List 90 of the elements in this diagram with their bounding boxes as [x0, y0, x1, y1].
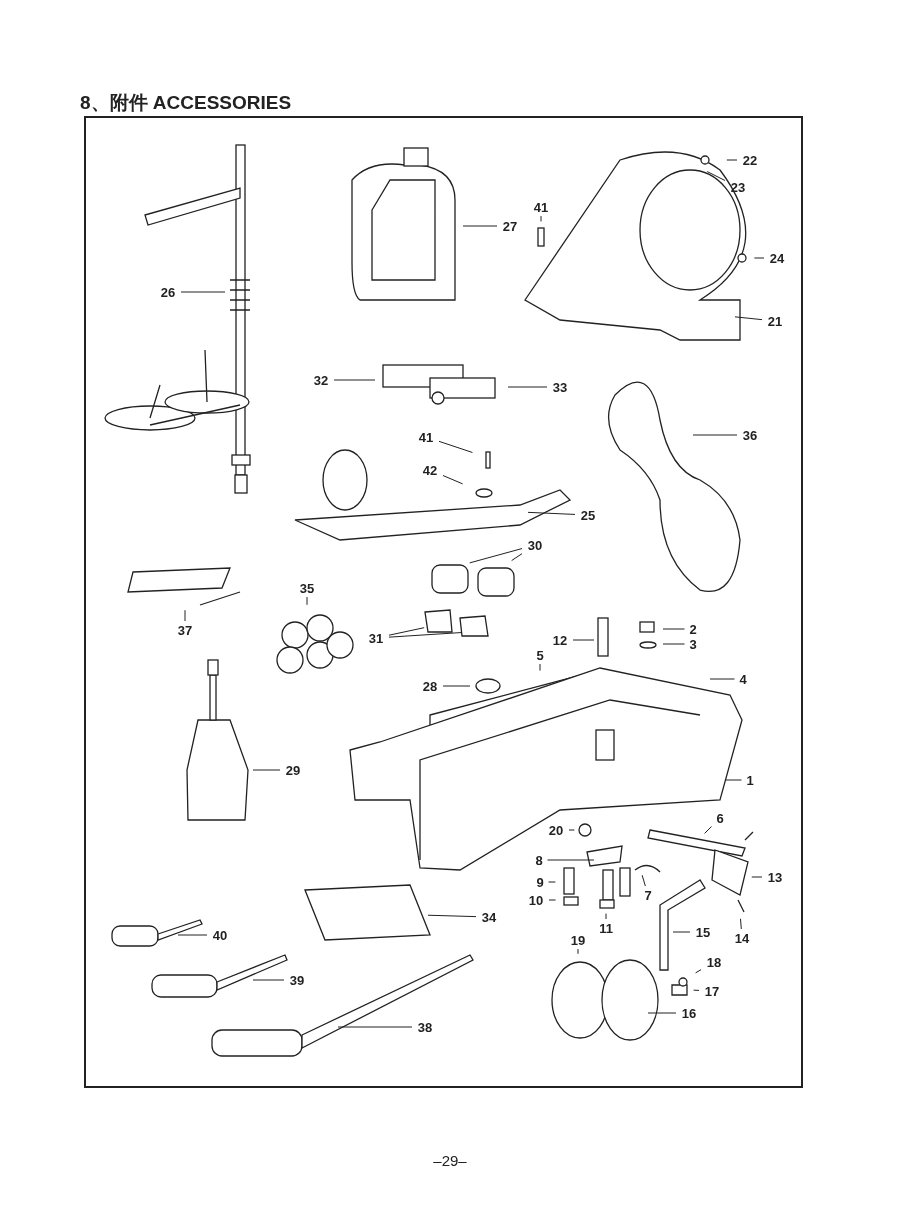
leader-line — [662, 643, 685, 645]
callout-number: 37 — [177, 623, 193, 637]
leader-line — [180, 291, 226, 293]
leader-line — [462, 225, 498, 227]
callout-number: 16 — [681, 1006, 697, 1020]
leader-line — [734, 316, 763, 321]
callout-number: 7 — [644, 888, 652, 902]
leader-line — [704, 826, 712, 834]
callout-number: 23 — [730, 180, 746, 194]
callout-number: 20 — [548, 823, 564, 837]
leader-line — [753, 257, 765, 259]
callout-number: 8 — [535, 853, 543, 867]
leader-line — [442, 475, 464, 485]
leader-line — [511, 553, 523, 562]
leader-line — [337, 1026, 413, 1028]
callout-number: 24 — [769, 251, 785, 265]
callout-number: 15 — [695, 925, 711, 939]
callout-number: 32 — [313, 373, 329, 387]
leader-line — [751, 876, 763, 878]
callout-number: 21 — [767, 314, 783, 328]
callout-number: 18 — [706, 955, 722, 969]
leader-line — [427, 914, 477, 918]
leader-line — [527, 511, 576, 515]
callout-number: 41 — [533, 200, 549, 214]
leader-line — [442, 685, 471, 687]
callout-number: 36 — [742, 428, 758, 442]
leader-line — [572, 639, 595, 641]
leader-line — [726, 159, 738, 161]
callout-number: 12 — [552, 633, 568, 647]
leader-line — [641, 874, 646, 887]
leader-line — [692, 434, 738, 436]
callout-number: 33 — [552, 380, 568, 394]
callout-number: 39 — [289, 973, 305, 987]
leader-line — [306, 596, 308, 606]
leader-line — [605, 913, 607, 920]
callout-number: 42 — [422, 463, 438, 477]
callout-number: 6 — [716, 811, 724, 825]
callout-number: 35 — [299, 581, 315, 595]
leader-line — [540, 215, 542, 222]
callout-number: 9 — [536, 875, 544, 889]
leader-line — [507, 386, 548, 388]
callout-number: 26 — [160, 285, 176, 299]
callout-number: 29 — [285, 763, 301, 777]
title: 8、附件 ACCESSORIES — [80, 91, 292, 115]
callout-number: 13 — [767, 870, 783, 884]
callout-number: 5 — [536, 648, 544, 662]
leader-line — [469, 548, 523, 564]
callout-number: 11 — [599, 921, 613, 935]
leader-line — [388, 627, 425, 636]
callout-number: 34 — [481, 910, 497, 924]
leader-line — [577, 948, 579, 955]
leader-line — [647, 1012, 677, 1014]
callout-number: 1 — [746, 773, 754, 787]
callout-number: 17 — [704, 984, 720, 998]
leader-line — [709, 678, 735, 680]
leader-line — [177, 934, 208, 936]
page-number: –29– — [432, 1152, 468, 1169]
leader-line — [184, 609, 186, 622]
leader-line — [252, 769, 281, 771]
callout-number: 25 — [580, 508, 596, 522]
leader-line — [548, 881, 556, 883]
callout-number: 22 — [742, 153, 758, 167]
callout-number: 41 — [418, 430, 434, 444]
callout-number: 31 — [368, 631, 384, 645]
callout-number: 4 — [739, 672, 747, 686]
callout-number: 30 — [527, 538, 543, 552]
callout-number: 19 — [570, 933, 586, 947]
leader-line — [388, 632, 463, 638]
callout-number: 3 — [689, 637, 697, 651]
leader-line — [725, 779, 742, 781]
callout-number: 38 — [417, 1020, 433, 1034]
leader-line — [539, 663, 541, 672]
callout-number: 28 — [422, 679, 438, 693]
leader-line — [693, 989, 700, 991]
leader-line — [568, 829, 575, 831]
leader-line — [548, 899, 557, 901]
leader-line — [695, 969, 702, 974]
leader-line — [662, 628, 685, 630]
callout-number: 27 — [502, 219, 518, 233]
callout-number: 2 — [689, 622, 697, 636]
callout-number: 40 — [212, 928, 228, 942]
leader-line — [252, 979, 285, 981]
leader-line — [706, 171, 726, 181]
leader-line — [672, 931, 691, 933]
callout-number: 10 — [528, 893, 544, 907]
leader-line — [438, 440, 473, 453]
leader-line — [740, 918, 742, 930]
callout-number: 14 — [734, 931, 750, 945]
leader-line — [333, 379, 376, 381]
leader-line — [547, 859, 595, 861]
